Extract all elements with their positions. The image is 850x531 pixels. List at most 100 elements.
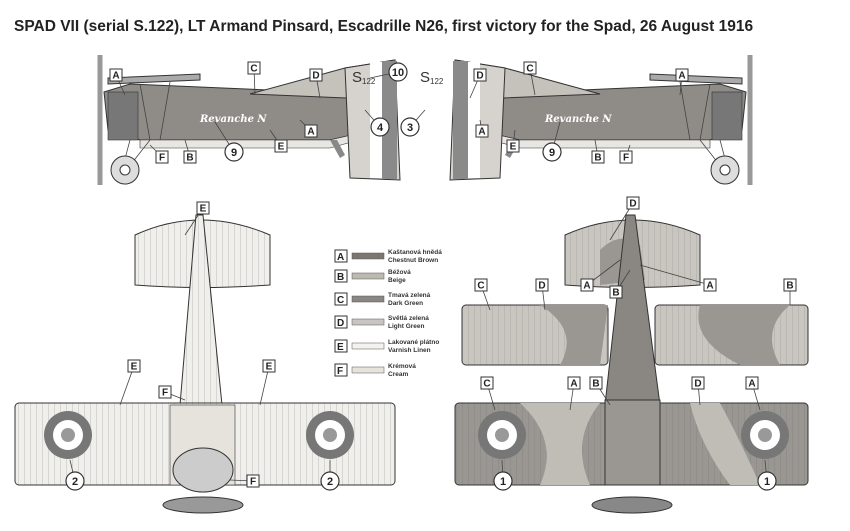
callout-text: D xyxy=(312,71,319,82)
callout-box xyxy=(473,68,487,82)
callout-text: D xyxy=(694,379,701,390)
callout-box xyxy=(155,150,169,164)
callout-text: 9 xyxy=(549,147,555,159)
svg-text:Béžová: Béžová xyxy=(388,269,411,276)
callout-text: A xyxy=(678,71,685,82)
callout-letter-b: B xyxy=(609,269,631,299)
callout-text: B xyxy=(592,379,599,390)
callout-text: E xyxy=(278,142,285,153)
callout-letter-e: E xyxy=(259,359,276,406)
callout-text: E xyxy=(131,362,138,373)
callout-letter-c: C xyxy=(480,376,496,411)
callout-circle xyxy=(493,471,513,491)
svg-text:A: A xyxy=(337,252,344,263)
callout-letter-b: B xyxy=(183,139,197,164)
svg-text:Chestnut Brown: Chestnut Brown xyxy=(388,257,438,264)
callout-text: B xyxy=(612,288,619,299)
callout-text: F xyxy=(159,153,165,164)
callout-text: 2 xyxy=(327,476,333,488)
callout-circle xyxy=(542,142,562,162)
callout-box xyxy=(745,376,759,390)
callout-letter-f: F xyxy=(158,385,186,401)
callout-number-3: 3 xyxy=(400,109,426,137)
callout-letter-a: A xyxy=(639,264,717,292)
callout-circle xyxy=(370,117,390,137)
aircraft-name-right: Revanche N xyxy=(544,114,612,125)
bottom-view xyxy=(454,214,809,514)
callout-letter-d: D xyxy=(535,278,549,311)
svg-text:Tmavá zelená: Tmavá zelená xyxy=(388,292,431,299)
callout-box xyxy=(474,278,488,292)
callout-text: 10 xyxy=(392,67,404,79)
callout-text: C xyxy=(477,281,484,292)
callout-box xyxy=(567,376,581,390)
callout-box xyxy=(589,376,603,390)
serial-left-sub: 122 xyxy=(362,77,376,86)
callout-circle xyxy=(388,62,408,82)
svg-text:F: F xyxy=(337,366,343,377)
callout-text: A xyxy=(307,127,314,138)
callout-number-9: 9 xyxy=(542,121,562,162)
serial-left: S xyxy=(352,69,362,86)
callout-text: E xyxy=(266,362,273,373)
callout-box xyxy=(535,278,549,292)
callout-text: A xyxy=(748,379,755,390)
callout-text: A xyxy=(112,71,119,82)
callout-box xyxy=(609,285,623,299)
callout-text: 1 xyxy=(764,476,770,488)
callout-letter-b: B xyxy=(589,376,611,406)
callout-number-2: 2 xyxy=(320,460,340,491)
callout-letter-f: F xyxy=(229,474,260,488)
callout-number-10: 10 xyxy=(369,62,408,82)
callout-text: B xyxy=(594,153,601,164)
callout-circle xyxy=(400,117,420,137)
callout-text: B xyxy=(186,153,193,164)
callout-letter-e: E xyxy=(269,129,288,153)
svg-text:Krémová: Krémová xyxy=(388,363,416,370)
svg-text:Varnish Linen: Varnish Linen xyxy=(388,347,431,354)
callout-text: C xyxy=(483,379,490,390)
callout-text: A xyxy=(583,281,590,292)
callout-box xyxy=(262,359,276,373)
callout-letter-e: E xyxy=(184,201,210,236)
callout-box xyxy=(196,201,210,215)
callout-text: A xyxy=(478,127,485,138)
callout-letter-c: C xyxy=(523,61,537,96)
callout-box xyxy=(691,376,705,390)
callout-text: F xyxy=(250,477,256,488)
callout-circle xyxy=(224,142,244,162)
callout-letter-d: D xyxy=(469,68,487,99)
callout-box xyxy=(626,196,640,210)
callout-text: C xyxy=(250,64,257,75)
callout-letter-a: A xyxy=(745,376,761,411)
callout-text: 9 xyxy=(231,147,237,159)
callout-number-4: 4 xyxy=(364,109,390,137)
callout-box xyxy=(475,124,489,138)
callout-text: F xyxy=(162,388,168,399)
svg-text:Kaštanová hnědá: Kaštanová hnědá xyxy=(388,249,442,256)
callout-text: B xyxy=(786,281,793,292)
callout-letter-a: A xyxy=(109,68,126,96)
callout-number-1: 1 xyxy=(757,459,777,491)
callout-text: E xyxy=(200,204,207,215)
callout-letter-a: A xyxy=(299,119,318,138)
svg-text:Světlá zelená: Světlá zelená xyxy=(388,315,429,322)
svg-text:D: D xyxy=(337,318,344,329)
svg-text:E: E xyxy=(337,342,344,353)
serial-right-sub: 122 xyxy=(430,77,444,86)
callout-box xyxy=(523,61,537,75)
callout-letter-a: A xyxy=(567,376,581,411)
svg-text:C: C xyxy=(337,295,344,306)
callout-letter-b: B xyxy=(591,139,605,164)
callout-text: 2 xyxy=(72,476,78,488)
callout-letter-e: E xyxy=(506,129,520,153)
callout-text: 1 xyxy=(500,476,506,488)
callout-box xyxy=(246,474,260,488)
svg-text:Cream: Cream xyxy=(388,371,408,378)
aircraft-name-left: Revanche N xyxy=(199,114,267,125)
